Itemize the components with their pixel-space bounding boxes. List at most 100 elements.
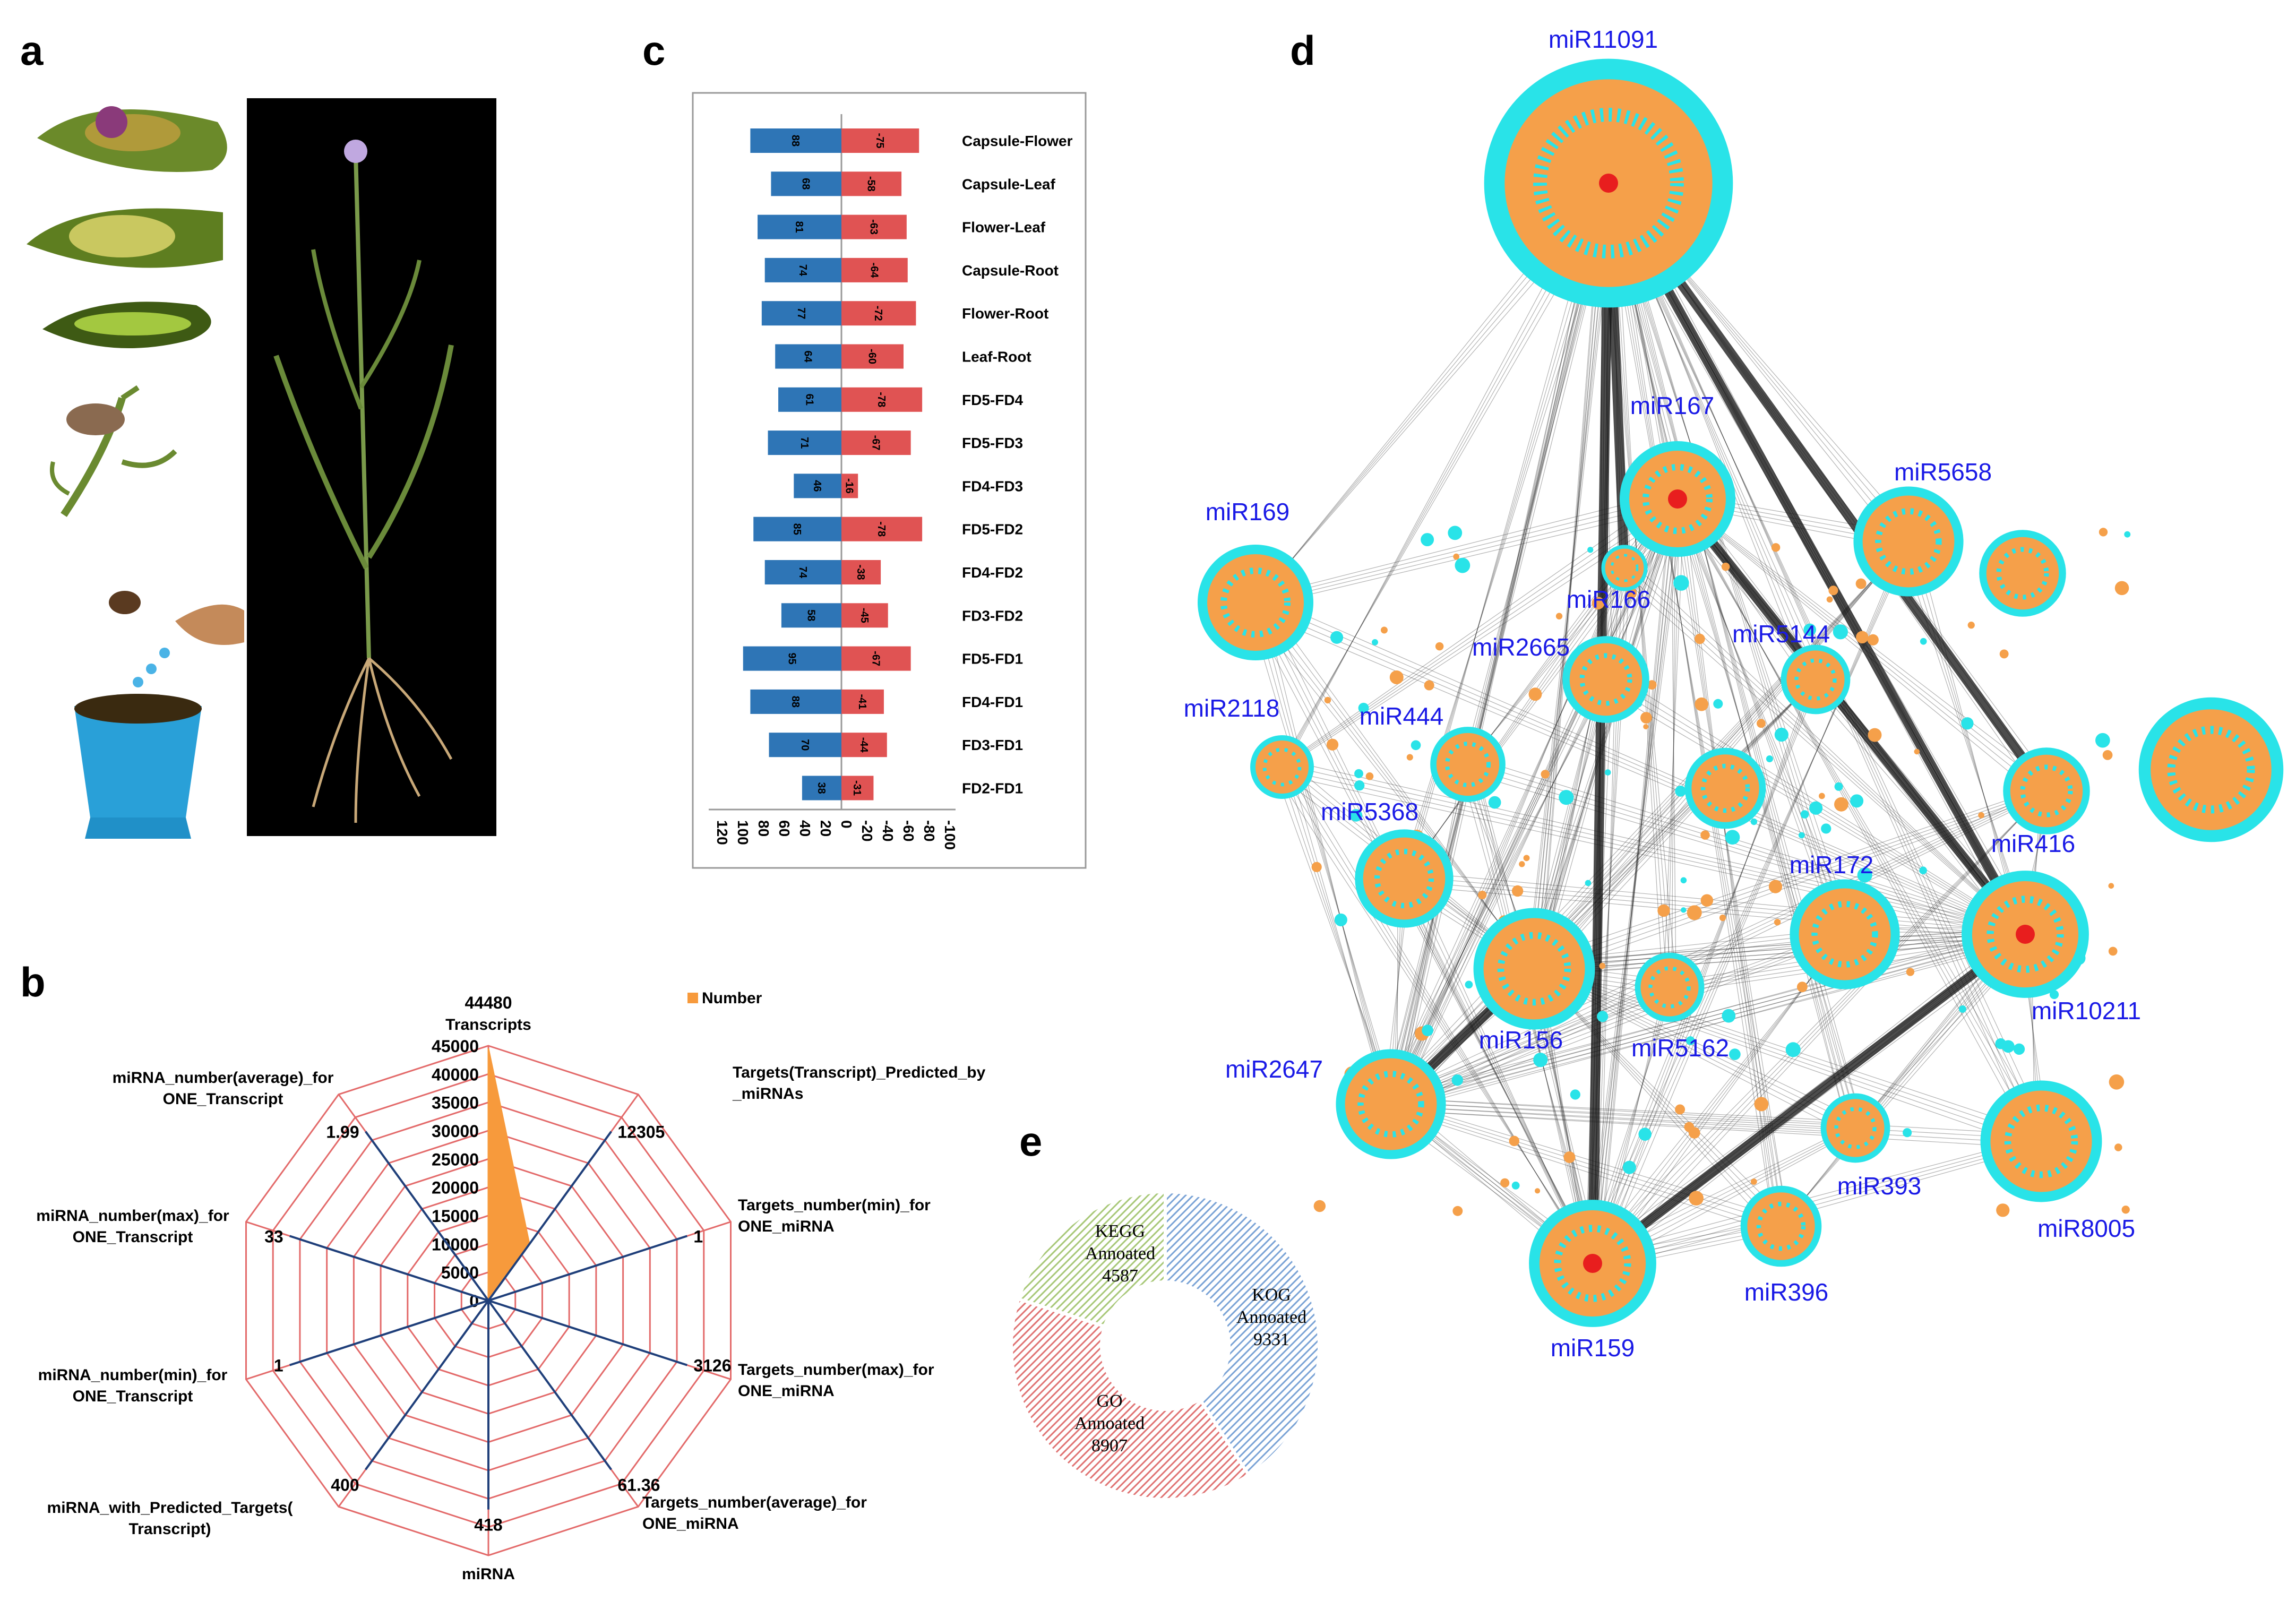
network-node-label: miR8005: [2037, 1215, 2135, 1242]
network-edge: [1284, 764, 1389, 1103]
network-edge: [1778, 936, 2028, 1229]
network-edge: [1388, 677, 1818, 1103]
network-edge: [1279, 769, 1394, 1107]
bar-category-label: FD5-FD1: [962, 651, 1023, 667]
network-edge: [1249, 608, 1398, 1111]
network-node-label: miR416: [1991, 830, 2076, 857]
network-small-node: [2013, 1043, 2025, 1055]
bar-negative: [841, 517, 923, 541]
network-node-texture: [1374, 848, 1434, 909]
network-node-texture: [1987, 896, 2064, 973]
network-small-node: [1961, 717, 1974, 730]
network-edge: [1279, 769, 2028, 937]
bar-x-tick-label: -40: [880, 820, 896, 841]
network-edge: [1388, 762, 1471, 1103]
radar-tick-label: 25000: [432, 1150, 479, 1169]
network-edge: [1590, 539, 1911, 1262]
network-edge: [1532, 932, 2028, 967]
radar-value-line: [488, 1235, 687, 1302]
network-edge: [1594, 1143, 2040, 1266]
network-small-node: [2049, 990, 2059, 1000]
radar-value-line: [487, 1131, 612, 1302]
network-small-node: [1834, 797, 1848, 812]
radar-tick-label: 30000: [432, 1122, 479, 1141]
network-node-cluster: [1979, 530, 2066, 617]
network-small-node: [1828, 586, 1838, 596]
network-edge: [1586, 784, 2053, 1258]
network-edge: [1392, 1106, 1779, 1229]
network-edge: [1392, 185, 1607, 1107]
network-small-node: [1700, 830, 1710, 840]
radar-value-line: [365, 1299, 489, 1470]
network-small-node: [2124, 531, 2131, 538]
network-node-label: miR5368: [1321, 798, 1418, 825]
network-small-node: [1999, 649, 2009, 659]
network-edge: [1594, 543, 1907, 1266]
network-edge: [1397, 492, 1672, 1098]
bar-negative-label: -78: [875, 521, 887, 537]
network-edge: [1279, 501, 1680, 770]
network-edge: [1406, 876, 1591, 1262]
network-node-texture: [1262, 747, 1302, 787]
bar-category-label: Flower-Root: [962, 305, 1048, 322]
network-node-cluster: [1684, 747, 1766, 829]
network-small-node: [1684, 1122, 1695, 1132]
network-small-node: [1411, 740, 1421, 751]
network-small-node: [1599, 962, 1606, 969]
network-small-node: [1855, 578, 1867, 589]
network-small-node: [1774, 727, 1788, 742]
network-edge: [1679, 501, 1854, 1131]
network-edge: [1388, 932, 2028, 1103]
network-small-node: [1856, 631, 1869, 644]
network-small-node: [1766, 755, 1773, 763]
radar-value-label: 1: [693, 1227, 703, 1246]
network-small-node: [1821, 823, 1831, 834]
network-small-node: [1920, 638, 1927, 645]
network-edge: [1527, 492, 1684, 963]
network-small-node: [2114, 1143, 2122, 1151]
network-small-node: [1478, 890, 1487, 900]
network-small-node: [1681, 907, 1687, 913]
network-edge: [1630, 561, 2019, 928]
network-small-node: [2109, 1074, 2125, 1090]
network-edge: [1392, 793, 2045, 1107]
network-small-node: [1559, 790, 1574, 805]
network-small-node: [1533, 1053, 1548, 1068]
bar-category-label: FD3-FD2: [962, 607, 1023, 624]
network-edge: [1397, 797, 2041, 1111]
network-small-node: [1424, 680, 1434, 691]
network-edge: [1590, 496, 1680, 1262]
network-edge: [1679, 501, 2040, 1144]
bar-negative: [841, 646, 911, 671]
network-edge: [1671, 492, 1862, 1122]
bar-positive-label: 58: [805, 609, 816, 621]
network-edge: [1261, 596, 1587, 1258]
network-node-texture: [1996, 547, 2049, 600]
network-edge: [1469, 762, 2024, 933]
network-edge: [1392, 766, 1466, 1107]
network-small-node: [1570, 1089, 1580, 1100]
network-edge: [1392, 501, 1676, 1107]
radar-value-label: 1.99: [326, 1123, 359, 1142]
network-small-node: [1330, 631, 1344, 644]
network-node-texture: [1794, 658, 1837, 701]
bar-positive-label: 68: [800, 178, 812, 190]
bar-positive: [778, 387, 841, 412]
network-edge: [1397, 884, 2032, 941]
network-small-node: [1511, 885, 1524, 897]
bar-category-label: FD5-FD4: [962, 392, 1024, 408]
network-small-node: [1324, 696, 1331, 704]
network-edge: [1249, 505, 1684, 609]
network-edge: [1261, 596, 1385, 1098]
young-plant-image: [50, 385, 177, 517]
network-small-node: [1354, 769, 1363, 778]
network-small-node: [2095, 733, 2110, 748]
radar-tick-label: 10000: [432, 1235, 479, 1254]
network-edge: [1406, 876, 2024, 933]
bar-negative-label: -58: [865, 176, 877, 192]
network-small-node: [1638, 1127, 1652, 1141]
network-node-texture: [1220, 567, 1291, 638]
